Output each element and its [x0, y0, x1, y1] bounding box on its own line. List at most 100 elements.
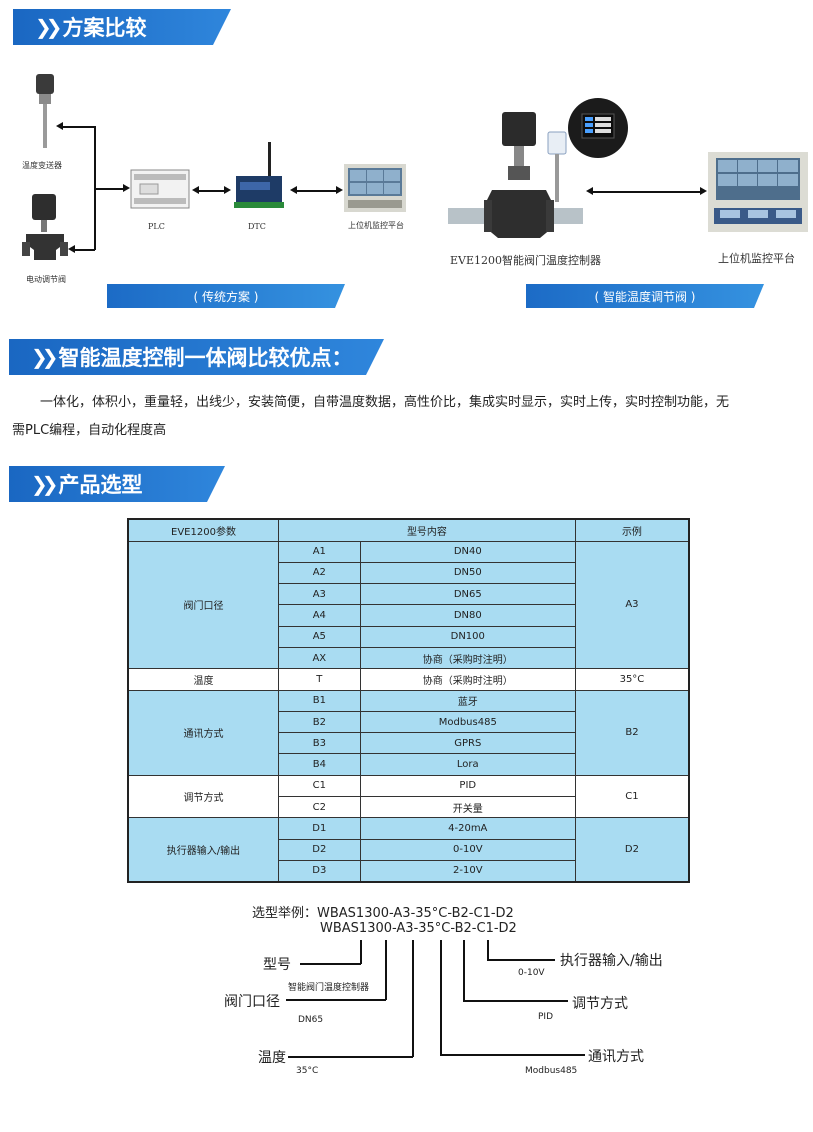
- table-row: 调节方式 C1 PID C1: [127, 774, 690, 819]
- temp-label: 温度: [258, 1050, 286, 1066]
- plc-device-icon: [130, 169, 190, 209]
- code-cell: B1: [277, 689, 361, 712]
- callout-line: [463, 1000, 568, 1002]
- code-cell: B3: [277, 732, 361, 755]
- dtc-caption: DTC: [248, 222, 266, 231]
- connector-line: [196, 190, 226, 192]
- arrow-left-icon: [192, 186, 199, 194]
- smart-valve-icon: [448, 112, 583, 238]
- temperature-transmitter-icon: [36, 74, 54, 148]
- content-cell: Lora: [359, 753, 576, 776]
- arrow-left-icon: [56, 122, 63, 130]
- dtc-device-icon: [234, 142, 284, 208]
- smart-scheme-label: ( 智能温度调节阀 ): [526, 284, 764, 308]
- content-cell: DN100: [359, 625, 576, 648]
- code-cell: D3: [277, 859, 361, 883]
- callout-line: [360, 940, 362, 964]
- callout-line: [487, 940, 489, 960]
- sensor-caption: 温度变送器: [22, 161, 62, 170]
- content-cell: DN80: [359, 604, 576, 627]
- code-cell: T: [277, 668, 361, 691]
- table-row: 通讯方式 B1 蓝牙 B2: [127, 689, 690, 776]
- callout-line: [412, 940, 414, 1057]
- callout-line: [487, 959, 555, 961]
- code-cell: A1: [277, 540, 361, 563]
- code-cell: A3: [277, 583, 361, 606]
- code-cell: C1: [277, 774, 361, 798]
- io-label: 执行器输入/输出: [560, 953, 663, 969]
- model-value: 智能阀门温度控制器: [288, 983, 370, 993]
- example-cell: 35°C: [574, 668, 690, 691]
- code-cell: B2: [277, 710, 361, 734]
- arrow-right-icon: [700, 187, 707, 195]
- code-cell: A2: [277, 561, 361, 585]
- connector-line: [60, 126, 94, 128]
- monitor-wall-icon: [708, 152, 808, 232]
- smart-device-caption: EVE1200智能阀门温度控制器: [450, 254, 601, 267]
- code-cell: A5: [277, 625, 361, 648]
- table-row: 阀门口径 A1 DN40 A3: [127, 540, 690, 670]
- content-cell: GPRS: [359, 732, 576, 755]
- code-cell: D1: [277, 817, 361, 840]
- section-banner-compare: ❯❯ 方案比较: [13, 9, 231, 45]
- monitor-wall-icon: [344, 164, 406, 212]
- size-label: 阀门口径: [224, 994, 280, 1010]
- valve-caption: 电动调节阀: [26, 275, 66, 284]
- arrow-left-icon: [68, 245, 75, 253]
- banner-title: 方案比较: [62, 16, 147, 40]
- advantages-line-2: 需PLC编程，自动化程度高: [12, 423, 167, 438]
- arrow-right-icon: [336, 186, 343, 194]
- comm-value: Modbus485: [525, 1066, 578, 1076]
- callout-line: [288, 1056, 413, 1058]
- reg-value: PID: [538, 1012, 554, 1022]
- connector-line: [294, 190, 338, 192]
- content-cell: PID: [359, 774, 576, 798]
- table-row: 温度 T 协商（采购时注明） 35°C: [127, 668, 690, 691]
- callout-line: [385, 940, 387, 1000]
- controller-display-icon: [568, 98, 628, 158]
- example-cell: B2: [574, 689, 690, 776]
- param-cell: 执行器输入/输出: [127, 817, 279, 883]
- example-cell: A3: [574, 540, 690, 670]
- connector-line: [72, 249, 95, 251]
- banner-title: 产品选型: [58, 473, 143, 497]
- banner-title: 智能温度控制一体阀比较优点：: [58, 346, 353, 370]
- table-row: 执行器输入/输出 D1 4-20mA D2: [127, 817, 690, 883]
- smart-platform-caption: 上位机监控平台: [718, 252, 795, 265]
- plc-caption: PLC: [148, 222, 165, 231]
- chevron-right-icon: ❯❯: [35, 15, 57, 39]
- example-code: WBAS1300-A3-35°C-B2-C1-D2: [320, 921, 517, 936]
- content-cell: 协商（采购时注明）: [359, 646, 576, 670]
- callout-line: [286, 999, 386, 1001]
- arrow-left-icon: [290, 186, 297, 194]
- traditional-scheme-label: ( 传统方案 ): [107, 284, 345, 308]
- param-cell: 调节方式: [127, 774, 279, 819]
- callout-line: [440, 940, 442, 1055]
- table-header-row: EVE1200参数 型号内容 示例: [127, 518, 690, 542]
- code-cell: A4: [277, 604, 361, 627]
- section-banner-selection: ❯❯ 产品选型: [9, 466, 225, 502]
- content-cell: DN65: [359, 583, 576, 606]
- callout-line: [440, 1054, 585, 1056]
- reg-label: 调节方式: [572, 996, 628, 1012]
- content-cell: 4-20mA: [359, 817, 576, 840]
- io-value: 0-10V: [518, 968, 545, 978]
- connector-line: [592, 191, 700, 193]
- chevron-right-icon: ❯❯: [31, 345, 53, 369]
- param-cell: 通讯方式: [127, 689, 279, 776]
- content-cell: 蓝牙: [359, 689, 576, 712]
- header-cell: 型号内容: [277, 518, 576, 542]
- param-cell: 温度: [127, 668, 279, 691]
- content-cell: DN40: [359, 540, 576, 563]
- code-cell: C2: [277, 796, 361, 819]
- param-cell: 阀门口径: [127, 540, 279, 670]
- content-cell: 2-10V: [359, 859, 576, 883]
